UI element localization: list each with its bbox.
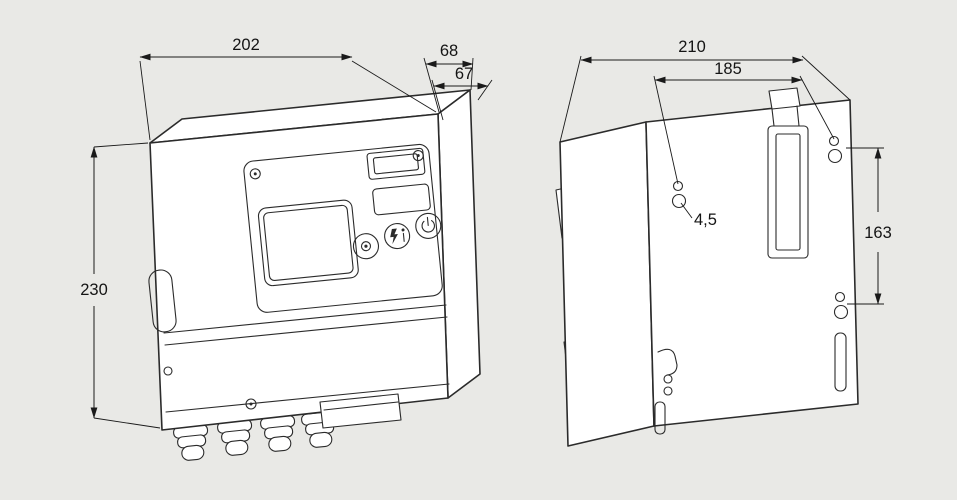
keyhole-slot <box>767 87 809 259</box>
cable-hook <box>657 348 678 376</box>
dim-depth-67: 67 <box>431 65 493 121</box>
dim-width-210: 210 <box>559 38 851 143</box>
dim-depth-68: 68 <box>423 42 474 113</box>
power-icon <box>421 216 435 233</box>
mounting-hole-bottom-right <box>833 291 849 320</box>
power-button[interactable] <box>415 212 442 239</box>
dim-label: 67 <box>455 65 473 83</box>
small-hole <box>663 386 673 396</box>
dim-width-202: 202 <box>139 36 437 141</box>
panel-screw <box>249 168 261 180</box>
dim-hole-diameter: 4,5 <box>680 202 717 229</box>
dim-height-163: 163 <box>846 147 892 305</box>
dim-label: 202 <box>232 36 260 54</box>
vent-slot <box>834 332 847 392</box>
front-view: 202 68 67 230 <box>80 36 493 461</box>
dim-label: 185 <box>714 60 742 78</box>
control-panel <box>243 143 443 313</box>
rear-face <box>645 99 859 427</box>
side-label-window <box>148 269 177 333</box>
display-window <box>257 199 359 287</box>
mounting-hole-top-left <box>671 180 687 209</box>
reset-button-icon <box>360 241 372 252</box>
status-display <box>366 147 426 180</box>
cable-gland <box>217 419 253 456</box>
housing-screw <box>163 366 173 376</box>
housing-seam <box>165 383 450 413</box>
dim-label: 68 <box>440 42 458 60</box>
housing-seam <box>164 316 448 346</box>
dim-height-230: 230 <box>80 142 161 429</box>
vent-slot <box>654 401 666 435</box>
rear-view: 210 185 4,5 163 <box>555 38 892 447</box>
dim-label: 210 <box>678 38 706 56</box>
info-button[interactable] <box>383 222 411 250</box>
label-field <box>372 183 431 216</box>
small-hole <box>663 374 673 384</box>
bottom-terminal-plate <box>319 393 402 429</box>
cable-gland <box>173 424 209 461</box>
left-side-face <box>559 121 655 447</box>
panel-frame <box>243 143 443 313</box>
dim-label: 4,5 <box>694 211 717 229</box>
mounting-hole-top-right <box>827 135 843 164</box>
housing-screw <box>245 398 257 410</box>
reset-button[interactable] <box>352 233 380 260</box>
housing-seam <box>163 304 447 334</box>
dim-width-185: 185 <box>653 60 835 185</box>
dim-label: 163 <box>864 224 892 242</box>
dim-label: 230 <box>80 281 108 299</box>
flash-info-icon <box>390 228 405 245</box>
cable-gland <box>260 415 296 452</box>
